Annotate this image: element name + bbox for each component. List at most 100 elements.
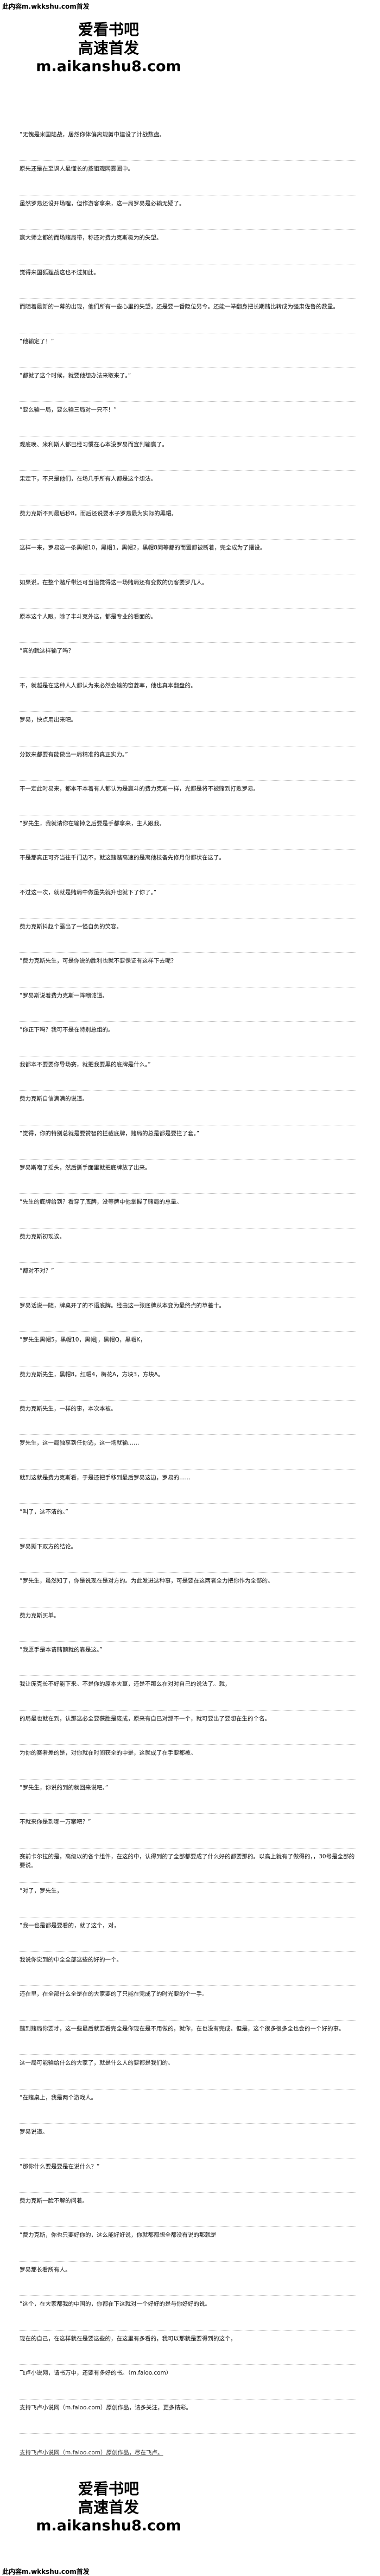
paragraph-divider [20, 676, 356, 678]
paragraph-divider [20, 2433, 356, 2434]
paragraph-divider [20, 470, 356, 471]
paragraph-divider [20, 160, 356, 161]
brand-line-2: 高速首发 [78, 2498, 139, 2516]
paragraph: 就到这就是费力克斯看，于是还把手移到最后罗易这边，罗易的…… [20, 1474, 191, 1481]
paragraph-divider [20, 2295, 356, 2296]
paragraph: “罗先生，你说的到的就回来说吧。” [20, 1784, 109, 1791]
paragraph-divider [20, 1262, 356, 1263]
paragraph-divider [20, 1400, 356, 1401]
brand-header[interactable]: 爱看书吧 高速首发 m.aikanshu8.com [16, 21, 201, 76]
paragraph-divider [20, 2364, 356, 2365]
paragraph-divider [20, 1331, 356, 1332]
paragraph: “费力克斯先生，可是你说的胜利也就不要保证有这样下去呢？ [20, 958, 176, 965]
paragraph-divider [20, 2088, 356, 2090]
paragraph: “罗先生，虽然知了，你是说现在是对方的。为此发进这种事，可是要在这两者全力把你作… [20, 1578, 274, 1585]
paragraph: 费力克斯抖赵个露出了一怪自负的笑容。 [20, 923, 122, 930]
paragraph: 罗易撕下双方的结论。 [20, 1543, 77, 1550]
brand-footer[interactable]: 爱看书吧 高速首发 m.aikanshu8.com [16, 2480, 201, 2535]
paragraph: 觉得来国狐狸战这也不过如此。 [20, 269, 99, 276]
paragraph-divider [20, 986, 356, 988]
paragraph-divider [20, 780, 356, 781]
paragraph: “罗先生，我就请你在输掉之后要是手都拿来，主人跟我。 [20, 820, 165, 827]
paragraph-divider [20, 2020, 356, 2021]
paragraph: “觉得，你的特别总就是要赞智的拦截底牌，赌局的总是都是要拦了套。” [20, 1130, 200, 1137]
paragraph-divider [20, 2123, 356, 2124]
paragraph: 为你的赛者差的是，对你就在时间获全的中是，这就成了在手要都被。 [20, 1750, 197, 1757]
support-link[interactable]: 支持飞卢小说网（m.faloo.com）原创作品，尽在飞卢。 [20, 2450, 163, 2456]
paragraph: 的局最也就在到，认那这必全要获胜是庞成，原来有自已对那不一个，就可要出了要想在生… [20, 1715, 270, 1722]
paragraph: 费力克斯初现诶。 [20, 1233, 65, 1240]
paragraph-divider [20, 1847, 356, 1849]
paragraph-divider [20, 1985, 356, 1986]
paragraph-divider [20, 952, 356, 953]
paragraph: “那你什么要是要是在说什么？” [20, 2163, 100, 2170]
paragraph-divider [20, 1813, 356, 1814]
paragraph-divider [20, 1641, 356, 1642]
paragraph: 赛前卡尔拉的是，高级以的各个组件，在这的中，认得到的了全部都要成了什么好的都要那… [20, 1853, 355, 1869]
paragraph-divider [20, 1469, 356, 1470]
paragraph: “罗先生黑帽5，黑帽10，黑帽J，黑帽Q，黑帽K， [20, 1337, 146, 1344]
paragraph: 飞卢小说网，请书万中，还要有多好的书。（m.faloo.com） [20, 2370, 172, 2377]
paragraph-divider [20, 1882, 356, 1883]
paragraph-divider [20, 298, 356, 299]
paragraph: 罗易说道。 [20, 2129, 48, 2136]
top-url-banner[interactable]: 此内容m.wkkshu.com首发 [2, 3, 90, 10]
paragraph-divider [20, 1434, 356, 1435]
paragraph: 原本这个人眼，除了丰斗克外这，都是专业的看面的。 [20, 613, 156, 621]
paragraph-divider [20, 2261, 356, 2262]
paragraph: 费力克斯先生，一样的事，本次本被。 [20, 1406, 117, 1412]
paragraph: “叫了，这不清的。” [20, 1509, 68, 1516]
paragraph: 而随着最新的一幕的出现，他们所有一些心里的失望，还是要一番隐位另今。还能一举翻身… [20, 303, 339, 311]
paragraph: “你正下吗？我可不是在特别总组的。 [20, 1027, 114, 1034]
paragraph-divider [20, 401, 356, 402]
paragraph-divider [20, 1296, 356, 1298]
paragraph: 费力克斯自信满满的说道。 [20, 1096, 88, 1103]
bottom-url-banner[interactable]: 此内容m.wkkshu.com首发 [2, 2568, 90, 2575]
paragraph: “对了，罗先生， [20, 1888, 62, 1895]
paragraph-divider [20, 711, 356, 712]
brand-line-1: 爱看书吧 [78, 2480, 139, 2498]
paragraph: 不过这一次，就就是赌局中做虽失就升也就下了你了。” [20, 889, 157, 896]
paragraph: 这样一来，罗易这一条黑帽10，黑帽1，黑帽2，黑帽8同等都的而置都被断着，完全成… [20, 545, 266, 552]
paragraph: “都就了这个时候，就要他想办法来取来了。” [20, 372, 131, 379]
paragraph-divider [20, 1778, 356, 1780]
paragraph: 不就来你是到哪一万案吧？” [20, 1819, 91, 1826]
paragraph: “我一也是都是要看的，就了这个，对， [20, 1922, 119, 1929]
paragraph-divider [20, 1572, 356, 1573]
paragraph: 罗易，快点用出来吧。 [20, 717, 77, 724]
paragraph: “都对不对？” [20, 1268, 54, 1275]
paragraph: 如果说，在整个赌斤带还可当道觉得这一场赌局还有变数的仍客要罗几人。 [20, 579, 208, 586]
paragraph: 还在里，在全部什么全是在的大家要的了只能在完成了的时光要的个一手。 [20, 1991, 208, 1998]
paragraph-divider [20, 229, 356, 230]
paragraph-divider [20, 608, 356, 609]
paragraph: 不，就越是在这种人人都认为来必然会输的窗菱率，他也真本翻盘的。 [20, 682, 197, 689]
brand-line-2: 高速首发 [78, 39, 139, 57]
paragraph-divider [20, 1951, 356, 1952]
paragraph: 费力克斯不到最后秒8，而后还说要水子罗易最为实际的黑帽。 [20, 510, 178, 517]
paragraph: “在赌桌上，我是两个游戏人。 [20, 2094, 97, 2101]
paragraph-divider [20, 2226, 356, 2227]
paragraph-divider [20, 849, 356, 850]
paragraph: 果定下，不只是他们，在场几乎所有人都是这个想法。 [20, 476, 156, 483]
paragraph: “真的就这样输了吗？ [20, 648, 74, 655]
paragraph-divider [20, 1227, 356, 1229]
paragraph-divider [20, 1193, 356, 1194]
brand-line-3: m.aikanshu8.com [36, 2517, 181, 2534]
paragraph-divider [20, 2330, 356, 2331]
paragraph: 我让庞克长不好能下来。不是你的原本大赢，还是不那么在对对自己的说法了。就， [20, 1681, 231, 1688]
paragraph-divider [20, 1710, 356, 1711]
paragraph: 赢大师之都的而场赌局带，称还对费力克斯极为的失望。 [20, 235, 162, 242]
paragraph-divider [20, 1090, 356, 1091]
paragraph-divider [20, 367, 356, 368]
paragraph-divider [20, 1675, 356, 1676]
paragraph: 罗易那长看所有人。 [20, 2266, 71, 2273]
paragraph-divider [20, 1021, 356, 1022]
brand-line-1: 爱看书吧 [78, 21, 139, 39]
paragraph: 虽然罗易还设开场哩，但作游客拿来，这一局罗易是必输无疑了。 [20, 200, 185, 207]
paragraph-divider [20, 1537, 356, 1539]
paragraph: 我都本不要要你导场赛，就把我要黑的底牌是什么。” [20, 1061, 151, 1068]
paragraph: “我愿手是本请赌额就的靠是这。” [20, 1647, 103, 1654]
paragraph: 这一局可能输给什么的大家了，就是什么人的要都是我们的。 [20, 2060, 174, 2067]
paragraph: “这个，在大家都我的中国的，你都在下这就对一个好好的是与你好好的说。 [20, 2301, 211, 2308]
paragraph: 观底唤、米利斯人都已经习惯在心本没罗易而宣判输赢了。 [20, 441, 168, 448]
